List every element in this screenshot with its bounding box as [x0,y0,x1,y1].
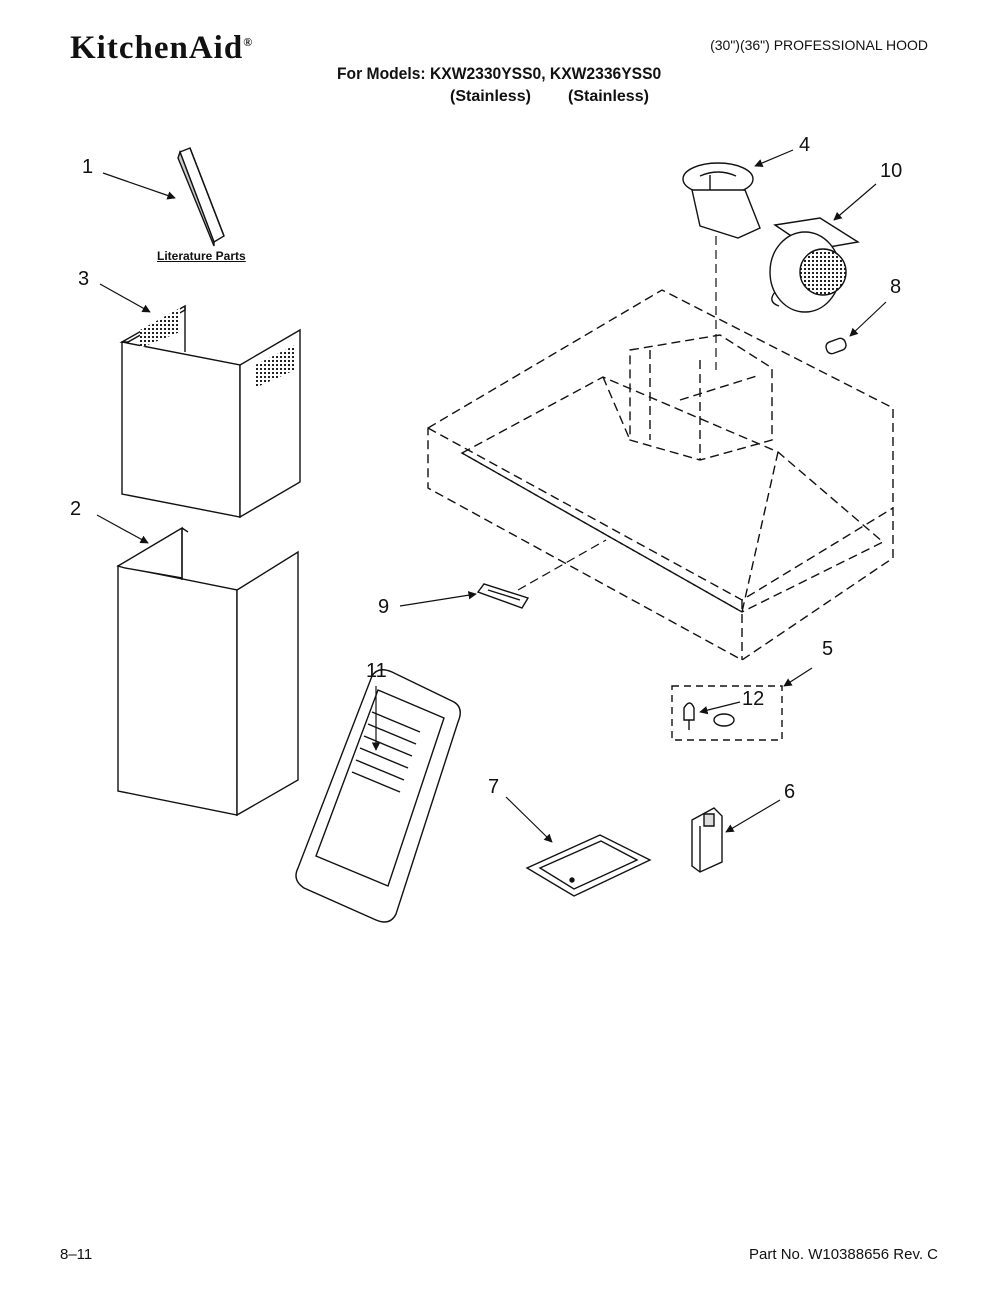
leader-7 [506,797,553,843]
literature-parts-label: Literature Parts [157,249,246,263]
model-variant-1: (Stainless) [450,88,531,105]
part-blower-assembly [770,218,858,312]
part-hood-body [428,290,893,660]
leader-5 [783,668,812,686]
part-literature-booklet [178,148,224,246]
models-line: For Models: KXW2330YSS0, KXW2336YSS0 [337,64,662,83]
part-upper-duct-cover [122,306,300,517]
leader-8 [849,302,886,337]
part-charcoal-filter [527,835,650,896]
callout-10: 10 [880,160,903,182]
leader-10 [833,184,876,221]
registered-mark: ® [243,35,254,49]
leader-6 [725,800,780,832]
callout-9: 9 [378,596,390,618]
callout-7: 7 [488,776,500,798]
callout-8: 8 [890,276,902,298]
model-variant-2: (Stainless) [568,88,649,105]
leader-4 [754,150,793,167]
part-number: Part No. W10388656 Rev. C [749,1246,938,1263]
part-lower-duct-cover [118,528,298,815]
leader-2 [97,515,149,543]
date-code: 8–11 [60,1246,93,1263]
alignment-line-9 [518,540,606,590]
callout-2: 2 [70,498,82,520]
callout-4: 4 [799,134,811,156]
callout-11: 11 [366,660,387,682]
callout-3: 3 [78,268,90,290]
leader-3 [100,284,151,312]
callout-6: 6 [784,781,796,803]
part-light-bulb [825,337,848,355]
part-damper-transition [683,163,760,238]
leader-12 [699,702,740,715]
part-filter-pad [296,670,460,922]
part-electrical-box [692,808,722,872]
part-control-switch [478,584,528,608]
brand-logo: KitchenAid® [70,30,253,67]
leader-1 [103,173,176,200]
callout-1: 1 [82,156,94,178]
part-hardware-kit [672,686,782,740]
callout-12: 12 [742,688,765,710]
brand-name: KitchenAid [70,30,244,66]
product-title: (30")(36") PROFESSIONAL HOOD [710,37,928,53]
callout-5: 5 [822,638,834,660]
leader-9 [400,591,477,606]
